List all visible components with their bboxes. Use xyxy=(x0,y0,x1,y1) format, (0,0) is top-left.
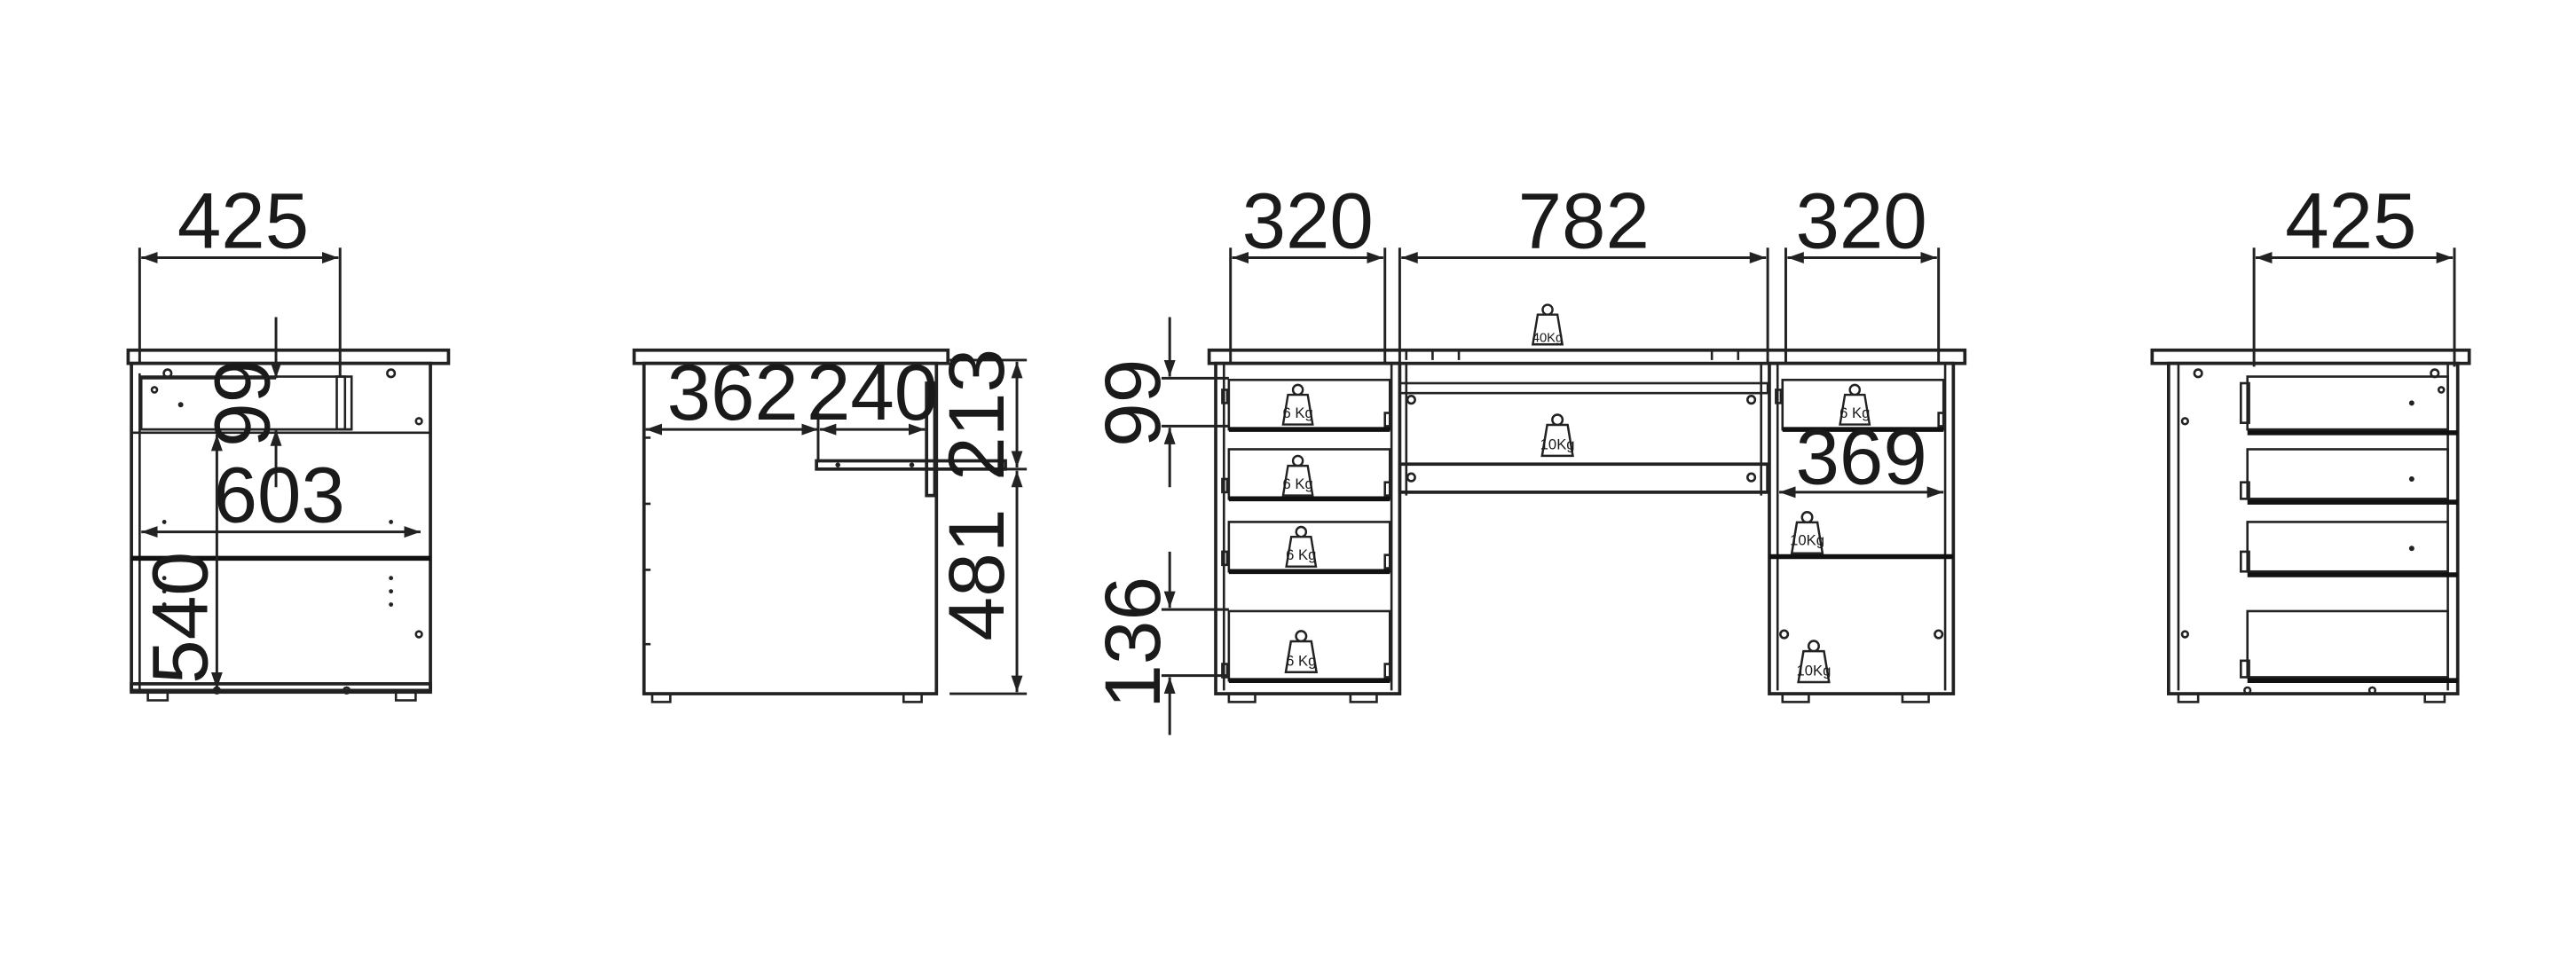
svg-text:40Kg: 40Kg xyxy=(1532,331,1564,345)
weight-right-shelf: 10Kg xyxy=(1790,510,1824,555)
left-pedestal xyxy=(1214,361,1402,695)
left-side-view: 425 99 603 540 xyxy=(126,176,451,702)
dim-profile-height: 481 xyxy=(932,508,1020,640)
svg-text:6 Kg: 6 Kg xyxy=(1282,475,1312,492)
desktop-top xyxy=(1207,348,1967,365)
weight-right-drawer: 6 Kg xyxy=(1839,383,1871,426)
weight-drawer-1: 6 Kg xyxy=(1281,383,1314,426)
dim-top-zone: 213 xyxy=(932,349,1020,481)
weight-right-bottom: 10Kg xyxy=(1796,640,1831,684)
left-drawer-1 xyxy=(1221,378,1391,432)
left-drawer-4 xyxy=(1221,609,1391,683)
dim-center: 782 xyxy=(1518,176,1650,264)
svg-text:6 Kg: 6 Kg xyxy=(1839,404,1870,421)
rs-drawer-4 xyxy=(2240,609,2458,683)
top-panel xyxy=(126,348,451,365)
svg-text:6 Kg: 6 Kg xyxy=(1286,546,1316,563)
keyboard-shelf xyxy=(1398,462,1769,494)
side-profile-view: 362 240 213 481 xyxy=(632,348,1028,703)
weight-drawer-2: 6 Kg xyxy=(1281,454,1314,497)
rs-drawer-3 xyxy=(2240,521,2458,577)
dim-bottom-drawer: 136 xyxy=(1088,577,1177,709)
dim-drawer-height: 99 xyxy=(198,359,287,447)
dim-profile-depth: 362 xyxy=(667,348,799,436)
dim-width: 425 xyxy=(177,176,309,264)
dim-height: 540 xyxy=(136,552,225,684)
rs-drawer-1 xyxy=(2240,375,2458,436)
weight-drawer-4: 6 Kg xyxy=(1284,630,1318,674)
dim-right-pedestal: 320 xyxy=(1796,176,1927,264)
svg-text:6 Kg: 6 Kg xyxy=(1286,652,1316,669)
dim-inner-width: 369 xyxy=(1796,412,1927,500)
dim-front-drawer: 99 xyxy=(1088,359,1177,447)
left-drawer-2 xyxy=(1221,448,1391,502)
right-pedestal xyxy=(1768,361,1956,695)
svg-text:10Kg: 10Kg xyxy=(1790,531,1824,548)
right-side-view: 425 xyxy=(2150,176,2471,703)
rs-drawer-2 xyxy=(2240,448,2458,505)
right-cabinet-body xyxy=(2167,361,2460,695)
profile-body xyxy=(642,361,939,695)
svg-text:6 Kg: 6 Kg xyxy=(1282,404,1312,421)
dim-left-pedestal: 320 xyxy=(1242,176,1374,264)
dim-right-width: 425 xyxy=(2285,176,2416,264)
front-view: 40Kg 10Kg 6 Kg 6 Kg 6 Kg 6 Kg 6 Kg 10Kg xyxy=(1088,176,1967,735)
right-drawer xyxy=(1775,378,1945,432)
dim-extension: 240 xyxy=(807,348,938,436)
dim-depth: 603 xyxy=(214,450,345,538)
center-rail xyxy=(1398,381,1769,395)
weight-drawer-3: 6 Kg xyxy=(1285,525,1318,569)
left-drawer-3 xyxy=(1221,521,1391,575)
weight-shelf: 10Kg xyxy=(1540,413,1575,458)
svg-text:10Kg: 10Kg xyxy=(1540,436,1575,452)
svg-text:10Kg: 10Kg xyxy=(1796,663,1831,679)
weight-top: 40Kg xyxy=(1532,303,1564,346)
keyboard-tray xyxy=(815,459,1007,471)
